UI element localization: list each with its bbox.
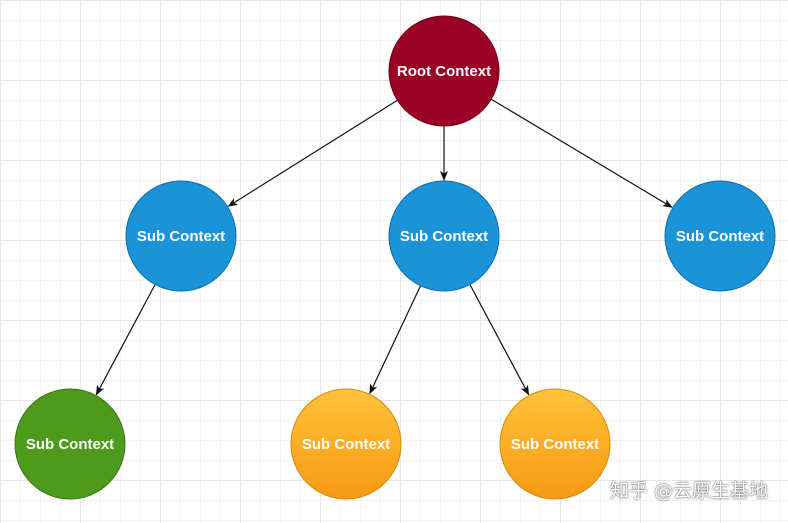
edge-arrow-sub-left-to-sub-green bbox=[95, 284, 156, 396]
node-label-sub-orange-1: Sub Context bbox=[302, 436, 390, 453]
node-sub-right: Sub Context bbox=[664, 180, 776, 292]
node-sub-left: Sub Context bbox=[125, 180, 237, 292]
node-circle-sub-orange-2 bbox=[499, 388, 611, 500]
node-label-root: Root Context bbox=[397, 63, 491, 80]
node-circle-sub-middle bbox=[388, 180, 500, 292]
edge-arrow-sub-middle-to-sub-orange-1 bbox=[369, 285, 422, 395]
node-circle-sub-left bbox=[125, 180, 237, 292]
node-circle-sub-right bbox=[664, 180, 776, 292]
node-sub-orange-1: Sub Context bbox=[290, 388, 402, 500]
node-label-sub-right: Sub Context bbox=[676, 228, 764, 245]
node-label-sub-green: Sub Context bbox=[26, 436, 114, 453]
edge-arrow-root-to-sub-right bbox=[490, 98, 673, 208]
node-circle-root bbox=[388, 15, 500, 127]
edges-layer bbox=[95, 98, 673, 396]
watermark: 知乎 @云原生基地 bbox=[609, 480, 768, 502]
node-sub-orange-2: Sub Context bbox=[499, 388, 611, 500]
edge-arrow-sub-middle-to-sub-orange-2 bbox=[469, 284, 530, 396]
node-circle-sub-orange-1 bbox=[290, 388, 402, 500]
node-root: Root Context bbox=[388, 15, 500, 127]
node-label-sub-middle: Sub Context bbox=[400, 228, 488, 245]
edge-arrow-root-to-sub-left bbox=[227, 99, 398, 207]
node-label-sub-orange-2: Sub Context bbox=[511, 436, 599, 453]
node-sub-middle: Sub Context bbox=[388, 180, 500, 292]
node-label-sub-left: Sub Context bbox=[137, 228, 225, 245]
node-sub-green: Sub Context bbox=[14, 388, 126, 500]
node-circle-sub-green bbox=[14, 388, 126, 500]
